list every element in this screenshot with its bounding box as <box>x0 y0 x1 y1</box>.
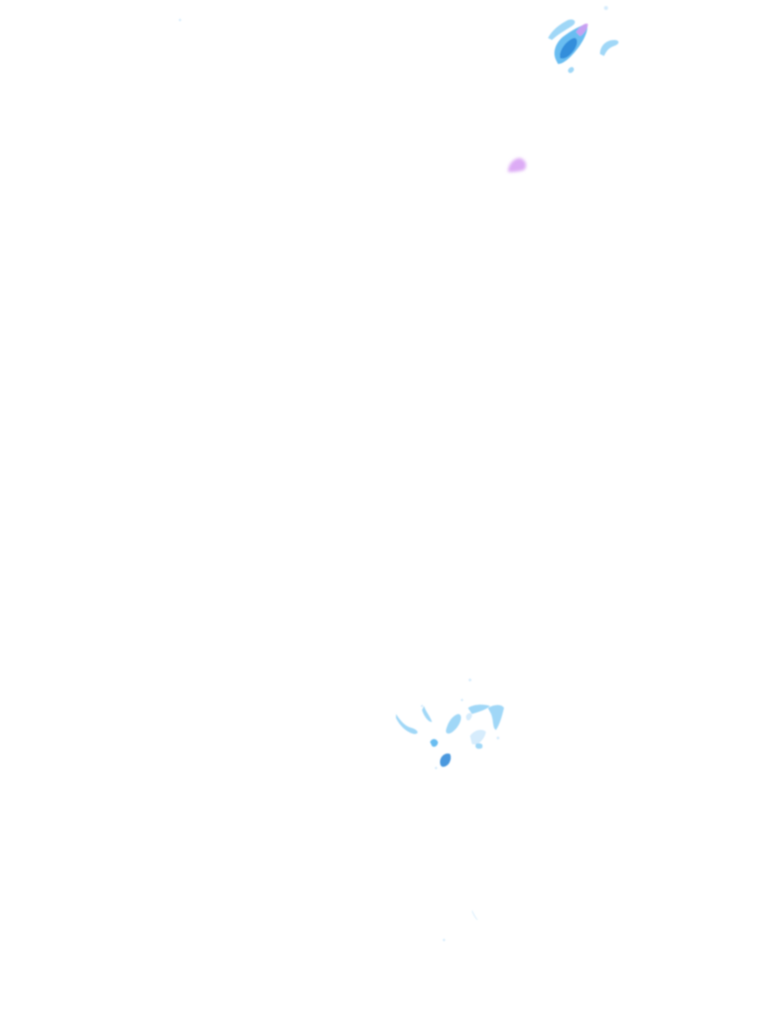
radar-echo-south-central-cluster <box>396 678 504 770</box>
radar-echo-northeast-cell <box>548 19 588 73</box>
radar-echo-south-trace <box>442 910 478 942</box>
radar-echo-northeast-fragment <box>178 6 619 56</box>
radar-echo-central-east-cell <box>508 158 527 172</box>
